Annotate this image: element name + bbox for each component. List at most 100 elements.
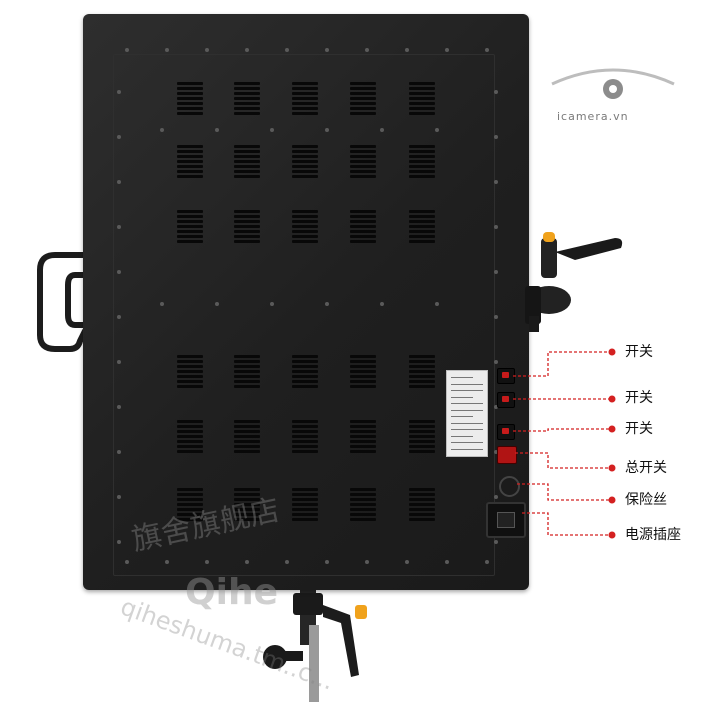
vent-slat [292,488,318,491]
vent-slat [409,170,435,173]
vent-slat [350,430,376,433]
vent-slat [350,375,376,378]
vent-slat [234,360,260,363]
vent-slat [234,225,260,228]
screw-icon [117,540,121,544]
vent-slat [292,435,318,438]
vent-slat [292,508,318,511]
vent-slat [350,170,376,173]
vent-slat [177,375,203,378]
vent-slat [177,155,203,158]
vent-slat [234,385,260,388]
vent-slat [409,430,435,433]
screw-icon [165,48,169,52]
vent-slat [292,430,318,433]
vent-slat [292,380,318,383]
screw-icon [117,495,121,499]
screw-icon [325,128,329,132]
vent-slat [350,82,376,85]
screw-icon [165,560,169,564]
vent-slat [350,385,376,388]
vent-slat [409,420,435,423]
vent-slat [234,215,260,218]
vent-slat [177,503,203,506]
vent-slat [234,102,260,105]
vent-slat [234,498,260,501]
vent-slat [350,425,376,428]
vent-slat [292,150,318,153]
screw-icon [117,270,121,274]
screw-icon [325,302,329,306]
vent-slat [409,210,435,213]
fuse-holder [499,476,520,497]
power-socket [486,502,526,538]
vent-slat [350,445,376,448]
vent-slat [234,508,260,511]
vent-slat [177,87,203,90]
vent-slat [409,235,435,238]
screw-icon [325,48,329,52]
vent-slat [234,450,260,453]
vent-slat [177,150,203,153]
vent-slat [234,150,260,153]
screw-icon [325,560,329,564]
vent-slat [292,493,318,496]
vent-slat [292,175,318,178]
screw-icon [435,128,439,132]
vent-slat [177,210,203,213]
vent-slat [177,498,203,501]
vent-slat [292,425,318,428]
callout-power-socket: 电源插座 [625,527,681,543]
screw-icon [494,270,498,274]
vent-slat [177,420,203,423]
vent-slat [234,488,260,491]
sticker-line [451,403,483,404]
vent-slat [234,160,260,163]
vent-slat [292,420,318,423]
vent-slat [292,112,318,115]
screw-icon [494,225,498,229]
sticker-line [451,383,483,385]
vent-slat [292,160,318,163]
vent-slat [292,518,318,521]
vent-slat [409,360,435,363]
vent-slat [177,160,203,163]
switch-1 [497,368,515,384]
vent-slat [350,440,376,443]
vent-slat [177,112,203,115]
callout-switch-2: 开关 [625,390,653,406]
vent-slat [350,380,376,383]
handle-icon [37,252,88,352]
vent-slat [350,92,376,95]
vent-slat [177,488,203,491]
vent-slat [292,210,318,213]
vent-slat [292,440,318,443]
screw-icon [380,128,384,132]
screw-icon [445,48,449,52]
vent-slat [292,145,318,148]
vent-slat [177,175,203,178]
vent-slat [234,235,260,238]
sticker-line [451,416,473,417]
vent-slat [177,107,203,110]
vent-slat [292,170,318,173]
vent-slat [234,435,260,438]
vent-slat [409,160,435,163]
vent-slat [409,87,435,90]
vent-slat [409,97,435,100]
vent-slat [234,210,260,213]
vent-slat [350,240,376,243]
vent-slat [292,370,318,373]
main-switch [497,446,517,464]
screw-icon [405,48,409,52]
logo-text: icamera.vn [557,110,629,123]
vent-slat [177,380,203,383]
vent-slat [409,498,435,501]
vent-slat [409,145,435,148]
vent-slat [350,87,376,90]
screw-icon [494,315,498,319]
vent-slat [350,112,376,115]
vent-slat [350,97,376,100]
vent-slat [409,435,435,438]
mount-clamp [525,232,623,332]
